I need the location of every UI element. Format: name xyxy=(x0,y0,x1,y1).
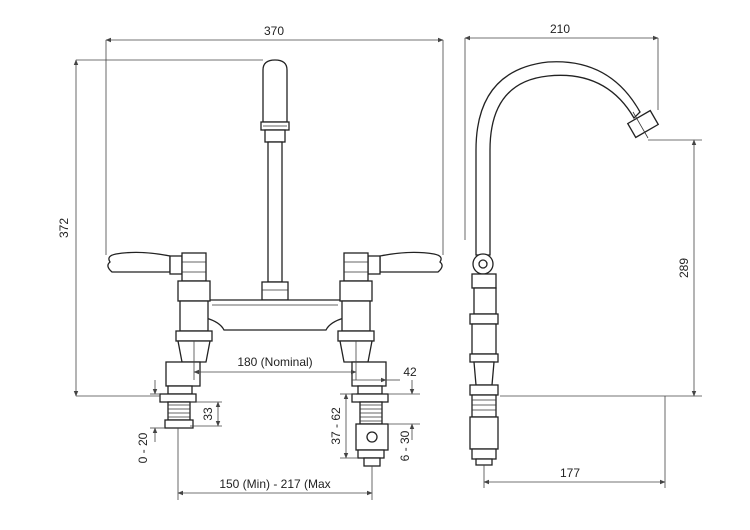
left-valve xyxy=(107,251,213,429)
dimension-labels: 370 372 210 289 180 (Nominal) 42 33 37 -… xyxy=(57,22,691,491)
dimension-lines xyxy=(73,35,702,500)
dim-centres-nominal: 180 (Nominal) xyxy=(237,355,312,369)
right-valve xyxy=(337,251,443,467)
dim-shank-right: 37 - 62 xyxy=(329,407,343,445)
dim-tail-right: 6 - 30 xyxy=(398,430,412,461)
dim-side-width: 210 xyxy=(550,22,570,36)
spout-front xyxy=(260,59,290,301)
front-view xyxy=(107,59,443,467)
dim-spout-height: 289 xyxy=(677,258,691,278)
spout-side xyxy=(475,61,641,256)
side-view xyxy=(469,61,660,466)
dim-shank-left: 33 xyxy=(201,407,215,421)
bridge xyxy=(205,299,345,331)
dim-deck-range: 0 - 20 xyxy=(136,432,150,463)
dim-deck-width: 42 xyxy=(403,365,417,379)
dim-height-overall: 372 xyxy=(57,218,71,238)
dim-side-base: 177 xyxy=(560,466,580,480)
dim-centres-range: 150 (Min) - 217 (Max xyxy=(219,477,330,491)
dim-width-overall: 370 xyxy=(264,24,284,38)
